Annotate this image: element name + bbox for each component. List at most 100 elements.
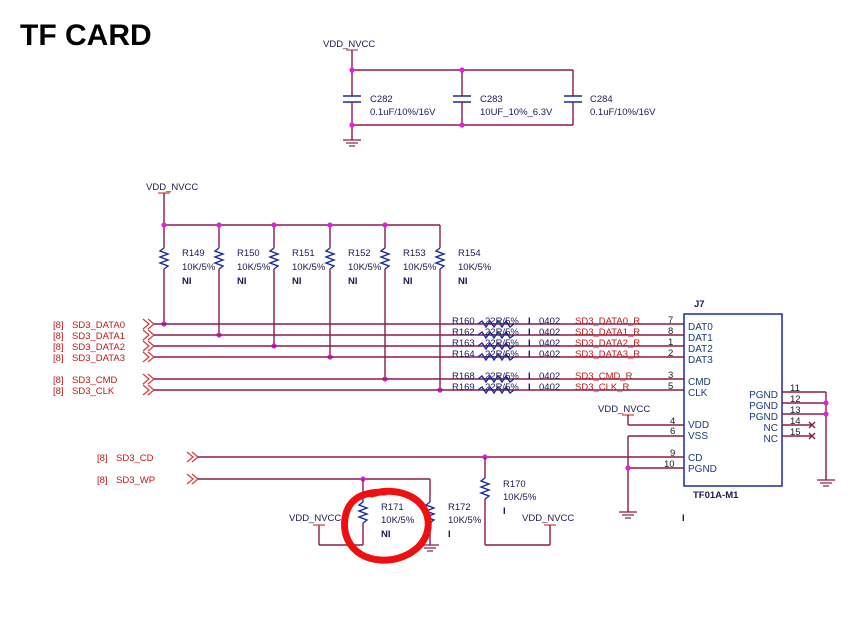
offpage-connector-icon [142, 373, 155, 385]
pin-name: VSS [688, 431, 708, 442]
resistor-fit: I [503, 506, 506, 517]
resistor-ref: R168 [452, 371, 475, 382]
junction-dot [625, 465, 631, 471]
power-label-r170: VDD_NVCC [522, 513, 574, 524]
pin-name: DAT1 [688, 333, 713, 344]
ground-icon [817, 479, 835, 487]
connector-body [683, 313, 783, 487]
resistor-icon [434, 247, 446, 270]
sheet-ref: [8] [53, 320, 64, 331]
pin-name: CLK [688, 388, 708, 399]
resistor-ref: R154 [458, 248, 481, 259]
net-label: SD3_DATA3 [72, 353, 125, 364]
net-label-sd3-cd: SD3_CD [116, 453, 154, 464]
resistor-value: 22R/5% [485, 371, 519, 382]
offpage-connector-icon [186, 451, 199, 463]
series-resistor-icon [477, 330, 515, 340]
pin-name: DAT2 [688, 344, 713, 355]
net-label-r: SD3_DATA0_R [575, 316, 640, 327]
resistor-value: 22R/5% [485, 316, 519, 327]
pin-number: 12 [790, 394, 801, 405]
resistor-ref: R152 [348, 248, 371, 259]
cap-value: 0.1uF/10%/16V [370, 107, 436, 118]
resistor-value: 22R/5% [485, 349, 519, 360]
pin-number: 3 [668, 370, 673, 381]
resistor-value: 10K/5% [403, 262, 437, 273]
resistor-value: 10K/5% [237, 262, 271, 273]
pin-name: CD [688, 453, 702, 464]
junction-dot [216, 222, 222, 228]
pullup-resistor: R154 10K/5% NI [434, 225, 492, 393]
resistor-icon [213, 247, 225, 270]
pin-number: 15 [790, 427, 801, 438]
pin-number: 5 [668, 381, 673, 392]
resistor-package: 0402 [539, 349, 560, 360]
resistor-ref: R169 [452, 382, 475, 393]
series-resistor-icon [477, 352, 515, 362]
junction-dot [823, 400, 829, 406]
resistor-fit: NI [348, 276, 358, 287]
resistor-value: 10K/5% [458, 262, 492, 273]
series-resistor-icon [477, 385, 515, 395]
resistor-icon [268, 247, 280, 270]
resistor-value: 10K/5% [448, 515, 482, 526]
resistor-ref: R153 [403, 248, 426, 259]
power-label-r171: VDD_NVCC [289, 513, 341, 524]
junction-dot [459, 67, 465, 73]
capacitor-c282: C282 0.1uF/10%/16V [343, 70, 436, 125]
net-label-r: SD3_DATA2_R [575, 338, 640, 349]
resistor-value: 10K/5% [348, 262, 382, 273]
net-label-r: SD3_CMD_R [575, 371, 633, 382]
capacitor-c283: C283 10UF_10%_6.3V [453, 70, 553, 125]
resistor-icon [424, 501, 436, 524]
connector-ref: J7 [694, 299, 705, 310]
junction-dot [459, 122, 465, 128]
resistor-package: 0402 [539, 382, 560, 393]
resistor-value: 22R/5% [485, 327, 519, 338]
pin-number: 4 [670, 416, 675, 427]
net-label-r: SD3_DATA1_R [575, 327, 640, 338]
connector-j7: J7 TF01A-M1 VDD_NVCC 4 VDD 6 VSS 9 CD 10… [598, 299, 835, 524]
sheet-title: TF CARD [20, 19, 152, 52]
junction-dot [161, 222, 167, 228]
sheet-ref: [8] [97, 475, 108, 486]
power-label-j7: VDD_NVCC [598, 404, 650, 415]
resistor-package: 0402 [539, 338, 560, 349]
net-label: SD3_CLK [72, 386, 115, 397]
pin-number: 14 [790, 416, 801, 427]
resistor-fit: I [528, 327, 531, 338]
power-label-pullups: VDD_NVCC [146, 182, 198, 193]
resistor-fit: I [448, 529, 451, 540]
pin-name: PGND [749, 412, 778, 423]
resistor-ref: R150 [237, 248, 260, 259]
resistor-value: 10K/5% [503, 492, 537, 503]
connector-part: TF01A-M1 [693, 490, 739, 501]
highlight-annotation [341, 487, 432, 564]
pin-name: PGND [749, 390, 778, 401]
resistor-ref: R170 [503, 479, 526, 490]
pin-number: 10 [664, 459, 675, 470]
sheet-ref: [8] [53, 353, 64, 364]
resistor-fit: NI [458, 276, 468, 287]
offpage-connector-icon [142, 329, 155, 341]
resistor-icon [479, 477, 491, 500]
cap-ref: C284 [590, 94, 613, 105]
pin-name: NC [764, 434, 778, 445]
resistor-fit: I [528, 349, 531, 360]
pin-name: DAT0 [688, 322, 713, 333]
resistor-fit: NI [403, 276, 413, 287]
no-connect-icon [808, 432, 816, 440]
resistor-fit: NI [237, 276, 247, 287]
